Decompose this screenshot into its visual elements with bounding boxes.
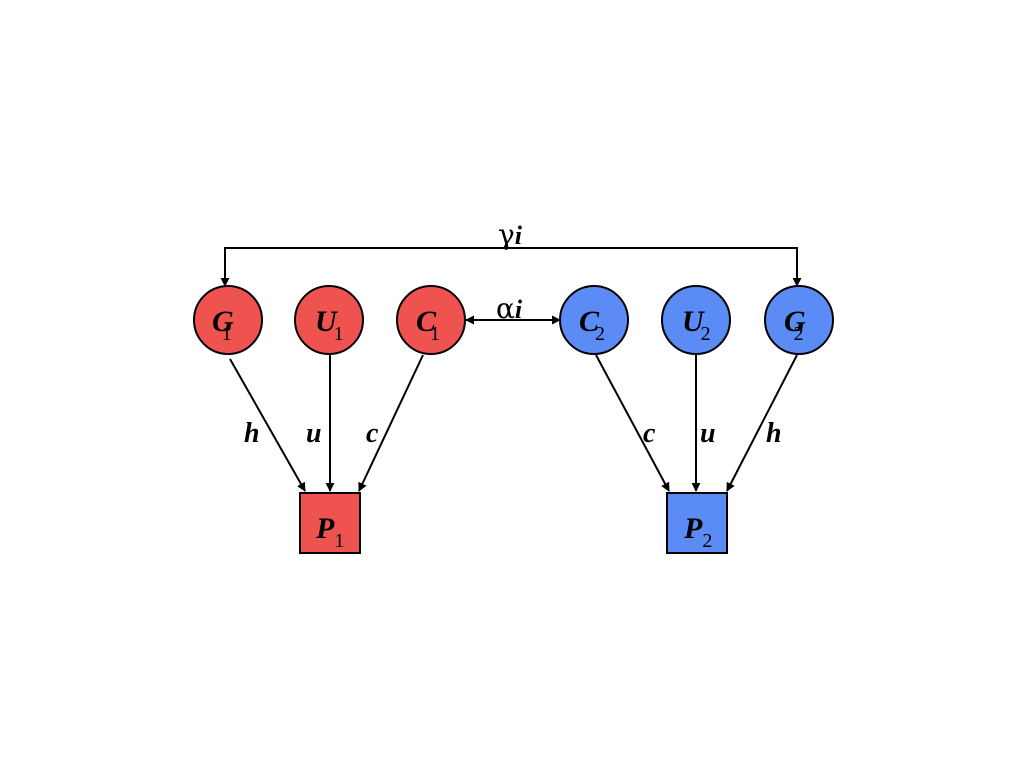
node-p1: P1 (299, 492, 361, 554)
svg-text:C2: C2 (579, 305, 605, 345)
node-g1: G1 (193, 285, 263, 355)
edge-h-g2-p2 (726, 354, 798, 492)
edge-label-u1: u (306, 418, 322, 449)
node-c2: C2 (559, 285, 629, 355)
svg-text:P2: P2 (683, 512, 712, 552)
gamma-symbol: γ (498, 218, 515, 251)
alpha-label: αi (496, 292, 523, 325)
edge-label-h1: h (244, 418, 260, 449)
node-p2: P2 (666, 492, 728, 554)
edge-h-g1-p1 (229, 358, 306, 492)
svg-text:P1: P1 (315, 512, 344, 552)
edge-label-h2: h (766, 418, 782, 449)
svg-text:U1: U1 (315, 305, 344, 345)
node-g2: G2 (764, 285, 834, 355)
node-c1: C1 (396, 285, 466, 355)
gamma-link (220, 247, 802, 287)
node-u1: U1 (294, 285, 364, 355)
node-u2: U2 (661, 285, 731, 355)
alpha-symbol: α (496, 292, 515, 325)
svg-text:U2: U2 (682, 305, 711, 345)
svg-text:G1: G1 (212, 305, 234, 345)
edge-label-c1: c (366, 418, 379, 449)
edge-label-c2: c (643, 418, 656, 449)
svg-text:C1: C1 (416, 305, 440, 345)
gamma-label: γi (498, 218, 523, 251)
edge-label-u2: u (700, 418, 716, 449)
gamma-subscript: i (515, 221, 523, 250)
svg-text:G2: G2 (784, 305, 806, 345)
edge-c-c2-p2 (595, 354, 670, 492)
edge-c-c1-p1 (358, 354, 424, 492)
alpha-subscript: i (515, 295, 523, 324)
